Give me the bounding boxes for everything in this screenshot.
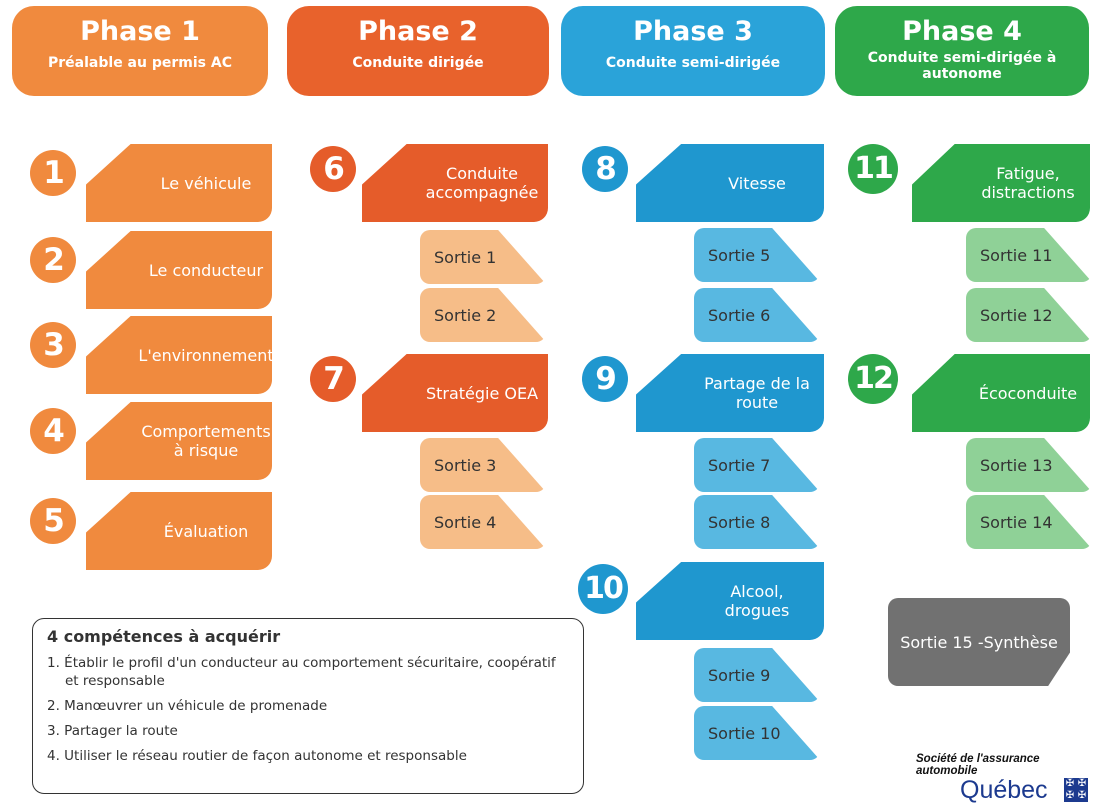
module-12: Écoconduite	[912, 354, 1090, 432]
module-9-badge: 9	[582, 356, 628, 402]
sortie-2-label: Sortie 2	[434, 305, 497, 325]
phase-2-title: Phase 2	[358, 16, 478, 47]
competences-title: 4 compétences à acquérir	[47, 627, 281, 646]
module-9-label: Partage de la route	[704, 374, 810, 412]
sortie-5: Sortie 5	[694, 228, 820, 282]
phase-2-subtitle: Conduite dirigée	[352, 55, 484, 71]
competence-item-1: 1. Établir le profil d'un conducteur au …	[47, 655, 556, 689]
sortie-10-label: Sortie 10	[708, 723, 781, 743]
phase-1-subtitle: Préalable au permis AC	[48, 55, 232, 71]
module-6-label: Conduite accompagnée	[425, 164, 539, 202]
module-6-badge: 6	[310, 146, 356, 192]
sortie-11-label: Sortie 11	[980, 245, 1053, 265]
competence-item-3: 3. Partager la route	[47, 723, 178, 739]
module-9: Partage de la route	[636, 354, 824, 432]
module-8-badge: 8	[582, 146, 628, 192]
module-5-label: Évaluation	[163, 521, 249, 541]
module-11-label: Fatigue, distractions	[981, 164, 1075, 202]
sortie-4-label: Sortie 4	[434, 512, 497, 532]
phase-3-header: Phase 3 Conduite semi-dirigée	[561, 6, 825, 96]
module-3: L'environnement	[86, 316, 272, 394]
module-7-label: Stratégie OEA	[425, 383, 539, 403]
module-4: Comportements à risque	[86, 402, 272, 480]
module-1-badge: 1	[30, 150, 76, 196]
saaq-logo-text: Société de l'assurance automobile	[916, 753, 1040, 777]
sortie-4: Sortie 4	[420, 495, 546, 549]
sortie-8-label: Sortie 8	[708, 512, 771, 532]
module-10: Alcool, drogues	[636, 562, 824, 640]
sortie-15-synthese: Sortie 15 -Synthèse	[888, 598, 1070, 686]
module-3-badge: 3	[30, 322, 76, 368]
module-12-badge: 12	[848, 354, 898, 404]
module-6: Conduite accompagnée	[362, 144, 548, 222]
sortie-13-label: Sortie 13	[980, 455, 1053, 475]
competence-item-2: 2. Manœuvrer un véhicule de promenade	[47, 698, 328, 714]
sortie-14-label: Sortie 14	[980, 512, 1053, 532]
module-12-label: Écoconduite	[978, 383, 1078, 403]
quebec-logo-text: Québec	[960, 776, 1048, 804]
phase-3-title: Phase 3	[633, 16, 753, 47]
quebec-flag-icon: ✠✠ ✠✠	[1064, 778, 1088, 802]
sortie-11: Sortie 11	[966, 228, 1092, 282]
module-11-badge: 11	[848, 144, 898, 194]
module-8: Vitesse	[636, 144, 824, 222]
sortie-9: Sortie 9	[694, 648, 820, 702]
module-3-label: L'environnement	[138, 345, 274, 365]
phase-4-subtitle: Conduite semi-dirigée à autonome	[867, 50, 1057, 82]
sortie-8: Sortie 8	[694, 495, 820, 549]
module-11: Fatigue, distractions	[912, 144, 1090, 222]
synthese-label: Sortie 15 -Synthèse	[900, 632, 1058, 652]
sortie-9-label: Sortie 9	[708, 665, 771, 685]
module-2-badge: 2	[30, 237, 76, 283]
module-5-badge: 5	[30, 498, 76, 544]
phase-1-header: Phase 1 Préalable au permis AC	[12, 6, 268, 96]
sortie-1-label: Sortie 1	[434, 247, 497, 267]
sortie-7-label: Sortie 7	[708, 455, 771, 475]
phase-3-subtitle: Conduite semi-dirigée	[605, 55, 781, 71]
sortie-3: Sortie 3	[420, 438, 546, 492]
sortie-7: Sortie 7	[694, 438, 820, 492]
module-10-badge: 10	[578, 564, 628, 614]
sortie-14: Sortie 14	[966, 495, 1092, 549]
sortie-12: Sortie 12	[966, 288, 1092, 342]
sortie-12-label: Sortie 12	[980, 305, 1053, 325]
module-2: Le conducteur	[86, 231, 272, 309]
module-7-badge: 7	[310, 356, 356, 402]
module-5: Évaluation	[86, 492, 272, 570]
sortie-3-label: Sortie 3	[434, 455, 497, 475]
sortie-10: Sortie 10	[694, 706, 820, 760]
competences-box: 4 compétences à acquérir 1. Établir le p…	[32, 618, 584, 794]
sortie-5-label: Sortie 5	[708, 245, 771, 265]
sortie-2: Sortie 2	[420, 288, 546, 342]
sortie-6-label: Sortie 6	[708, 305, 771, 325]
phase-4-title: Phase 4	[902, 16, 1022, 47]
competence-item-4: 4. Utiliser le réseau routier de façon a…	[47, 748, 467, 764]
module-1: Le véhicule	[86, 144, 272, 222]
module-10-label: Alcool, drogues	[724, 582, 790, 620]
phase-2-header: Phase 2 Conduite dirigée	[287, 6, 549, 96]
phase-4-header: Phase 4 Conduite semi-dirigée à autonome	[835, 6, 1089, 96]
sortie-6: Sortie 6	[694, 288, 820, 342]
module-4-label: Comportements à risque	[141, 422, 271, 460]
phase-1-title: Phase 1	[80, 16, 200, 47]
sortie-13: Sortie 13	[966, 438, 1092, 492]
module-4-badge: 4	[30, 408, 76, 454]
module-1-label: Le véhicule	[160, 173, 252, 193]
module-8-label: Vitesse	[728, 173, 786, 193]
module-2-label: Le conducteur	[148, 260, 264, 280]
sortie-1: Sortie 1	[420, 230, 546, 284]
module-7: Stratégie OEA	[362, 354, 548, 432]
